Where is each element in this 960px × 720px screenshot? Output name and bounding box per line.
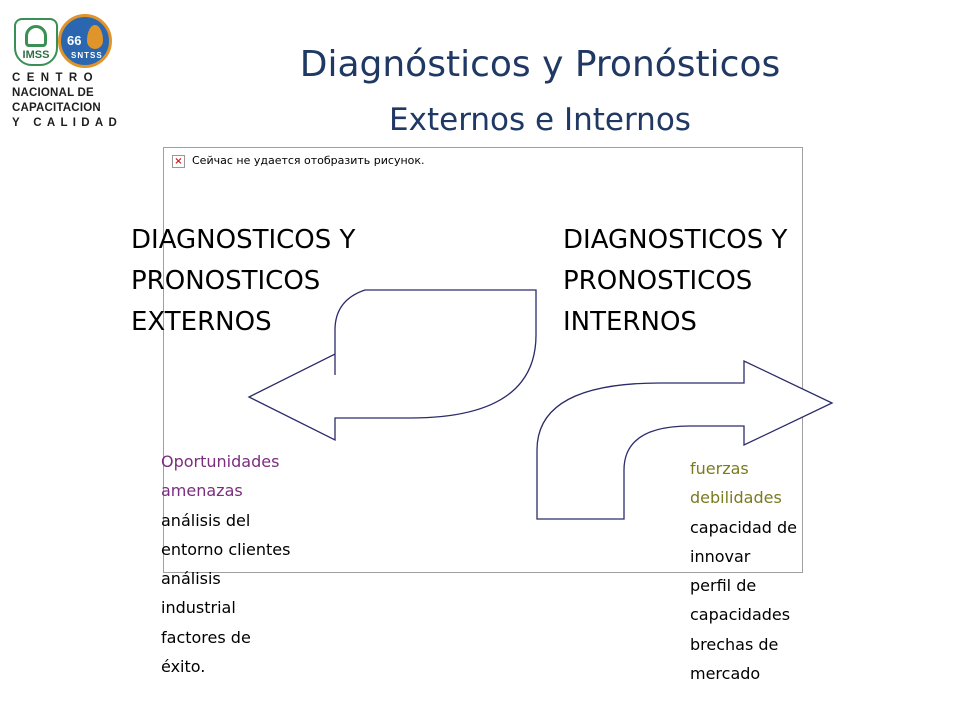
snte-flame-icon — [87, 25, 103, 49]
list-item: éxito. — [161, 657, 206, 677]
broken-image-placeholder: × Сейчас не удается отобразить рисунок. — [163, 147, 803, 573]
heading-line: PRONOSTICOS — [131, 266, 321, 296]
snte-emblem-icon: 66 SNTSS — [58, 14, 112, 68]
broken-image-icon: × — [172, 155, 185, 168]
list-item: perfil de — [690, 576, 757, 596]
internal-heading: DIAGNOSTICOS Y PRONOSTICOS INTERNOS — [563, 220, 787, 343]
logo-line: Y CALIDAD — [12, 117, 123, 129]
list-item: industrial — [161, 598, 236, 618]
list-item: Oportunidades — [161, 452, 280, 471]
page-title: Diagnósticos y Pronósticos — [299, 44, 781, 85]
list-item: capacidades — [690, 605, 791, 625]
list-item: fuerzas — [690, 459, 749, 478]
external-heading: DIAGNOSTICOS Y PRONOSTICOS EXTERNOS — [131, 220, 355, 343]
logo-line: NACIONAL DE — [12, 87, 94, 99]
list-item: innovar — [690, 546, 751, 566]
heading-line: EXTERNOS — [131, 307, 272, 337]
logo-icons: IMSS 66 SNTSS — [12, 14, 112, 70]
list-item: factores de — [161, 627, 251, 647]
heading-line: INTERNOS — [563, 307, 697, 337]
broken-image-message: Сейчас не удается отобразить рисунок. — [192, 154, 425, 167]
heading-line: DIAGNOSTICOS Y — [563, 225, 788, 255]
imss-emblem-icon: IMSS — [14, 18, 58, 66]
page-subtitle: Externos e Internos — [389, 102, 691, 138]
list-item: mercado — [690, 664, 761, 684]
external-factors-list: Oportunidades amenazas análisis del ento… — [161, 447, 290, 681]
logo-imss-snte: IMSS 66 SNTSS CENTRO NACIONAL DE CAPACIT… — [12, 14, 123, 131]
snte-text: SNTSS — [71, 51, 103, 60]
list-item: análisis del — [161, 510, 251, 530]
logo-line: CAPACITACION — [12, 102, 101, 114]
left-curved-arrow — [247, 289, 537, 442]
imss-text: IMSS — [22, 49, 50, 61]
logo-caption: CENTRO NACIONAL DE CAPACITACION Y CALIDA… — [12, 71, 123, 131]
heading-line: PRONOSTICOS — [563, 266, 753, 296]
internal-factors-list: fuerzas debilidades capacidad de innovar… — [690, 454, 797, 688]
list-item: brechas de — [690, 634, 779, 654]
list-item: debilidades — [690, 488, 782, 508]
right-curved-arrow — [536, 359, 834, 520]
list-item: amenazas — [161, 481, 243, 501]
list-item: análisis — [161, 569, 221, 589]
snte-number: 66 — [67, 33, 82, 48]
logo-line: CENTRO — [12, 72, 99, 84]
list-item: entorno clientes — [161, 539, 291, 559]
imss-eagle-shape — [25, 25, 47, 47]
heading-line: DIAGNOSTICOS Y — [131, 225, 356, 255]
list-item: capacidad de — [690, 517, 798, 537]
